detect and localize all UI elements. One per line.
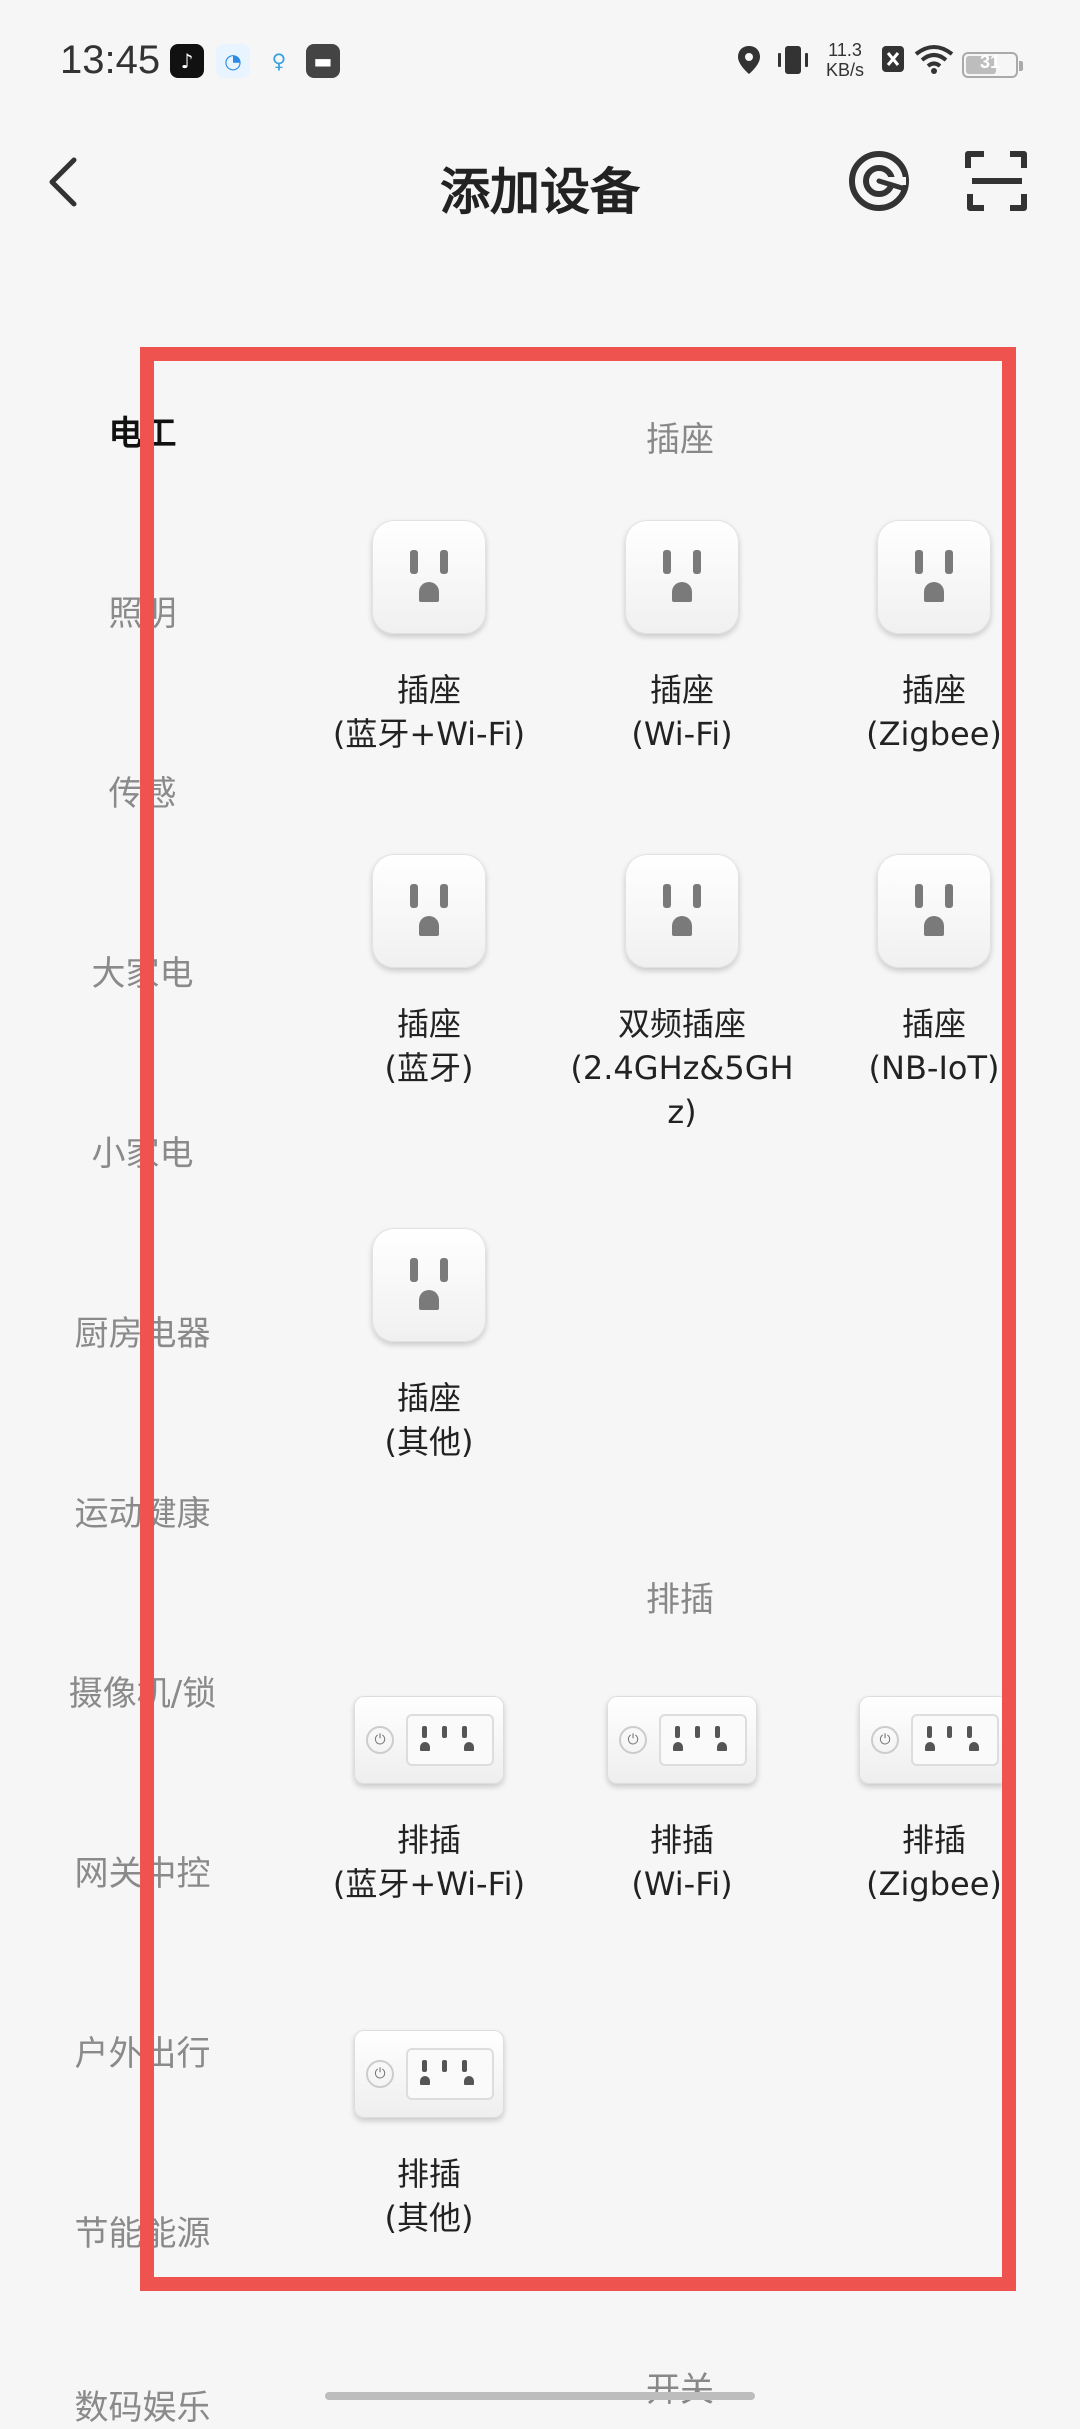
sidebar-item-camera-lock[interactable]: 摄像机/锁 [68, 1674, 217, 1714]
device-tile[interactable]: 插座(其他) [309, 1228, 549, 1464]
socket-icon [372, 854, 486, 968]
qr-scan-icon[interactable] [964, 148, 1030, 214]
device-tile[interactable]: ⏻ 排插(蓝牙+Wi-Fi) [309, 1696, 549, 1906]
device-tile[interactable]: ⏻ 排插(其他) [309, 2030, 549, 2240]
device-label: 排插(Zigbee) [866, 1821, 1002, 1903]
socket-icon [625, 854, 739, 968]
location-icon [738, 46, 760, 74]
qq-icon: ♀ [271, 49, 287, 73]
page-title: 添加设备 [440, 163, 640, 221]
radar-scan-icon[interactable] [846, 148, 912, 214]
section-title-socket: 插座 [646, 420, 714, 460]
sidebar-item-fitness[interactable]: 运动健康 [74, 1494, 211, 1534]
home-indicator[interactable] [325, 2392, 755, 2400]
device-label: 插座(Zigbee) [866, 671, 1002, 753]
sidebar-item-energy[interactable]: 节能能源 [74, 2214, 211, 2254]
device-label: 插座(蓝牙) [384, 1005, 474, 1087]
socket-icon [625, 520, 739, 634]
sidebar-item-gateway[interactable]: 网关中控 [74, 1854, 211, 1894]
power-strip-icon: ⏻ [607, 1696, 757, 1784]
sidebar-item-large-appliance[interactable]: 大家电 [91, 954, 194, 994]
net-speed: 11.3 KB/s [826, 40, 864, 80]
sidebar-item-outdoor[interactable]: 户外出行 [74, 2034, 211, 2074]
sidebar-item-small-appliance[interactable]: 小家电 [91, 1134, 194, 1174]
device-label: 排插(蓝牙+Wi-Fi) [332, 1821, 526, 1903]
app-header: 添加设备 [0, 130, 1080, 240]
sidebar-item-electrical[interactable]: 电工 [108, 414, 177, 454]
socket-icon [372, 520, 486, 634]
device-tile[interactable]: ⏻ 排插(Zigbee) [814, 1696, 1054, 1906]
socket-icon [877, 854, 991, 968]
device-label: 排插(其他) [384, 2155, 474, 2237]
sidebar-item-lighting[interactable]: 照明 [108, 594, 177, 634]
device-label: 插座(NB-IoT) [868, 1005, 1000, 1087]
net-speed-unit: KB/s [826, 60, 865, 80]
net-speed-value: 11.3 [828, 40, 862, 60]
sidebar-item-digital[interactable]: 数码娱乐 [74, 2388, 211, 2428]
chevron-left-icon[interactable] [40, 152, 90, 212]
device-label: 插座(其他) [384, 1379, 474, 1461]
device-tile[interactable]: 插座(蓝牙) [309, 854, 549, 1090]
sim-off-icon [882, 46, 904, 72]
status-bar: 13:45 ♪ ◔ ♀ ▬ 11.3 KB/s 31 [0, 0, 1080, 130]
power-strip-icon: ⏻ [354, 1696, 504, 1784]
browser-icon: ◔ [216, 44, 250, 78]
power-strip-icon: ⏻ [354, 2030, 504, 2118]
section-title-power-strip: 排插 [646, 1580, 714, 1620]
tiktok-icon: ♪ [170, 44, 204, 78]
device-tile[interactable]: 插座(Wi-Fi) [562, 520, 802, 756]
device-tile[interactable]: ⏻ 排插(Wi-Fi) [562, 1696, 802, 1906]
socket-icon [877, 520, 991, 634]
sidebar-item-kitchen[interactable]: 厨房电器 [74, 1314, 211, 1354]
status-time: 13:45 [60, 38, 161, 82]
vibrate-icon [778, 46, 808, 74]
device-tile[interactable]: 插座(蓝牙+Wi-Fi) [309, 520, 549, 756]
wifi-icon [914, 45, 954, 74]
sidebar-item-sensor[interactable]: 传感 [108, 774, 177, 814]
socket-icon [372, 1228, 486, 1342]
device-tile[interactable]: 插座(NB-IoT) [814, 854, 1054, 1090]
bag-icon: ▬ [306, 44, 340, 78]
section-title-switch: 开关 [646, 2370, 714, 2410]
device-tile[interactable]: 插座(Zigbee) [814, 520, 1054, 756]
power-strip-icon: ⏻ [859, 1696, 1009, 1784]
battery-icon: 31 [962, 52, 1023, 78]
device-label: 插座(Wi-Fi) [631, 671, 733, 753]
battery-level: 31 [979, 52, 1001, 72]
device-label: 排插(Wi-Fi) [631, 1821, 733, 1903]
device-label: 插座(蓝牙+Wi-Fi) [332, 671, 526, 753]
